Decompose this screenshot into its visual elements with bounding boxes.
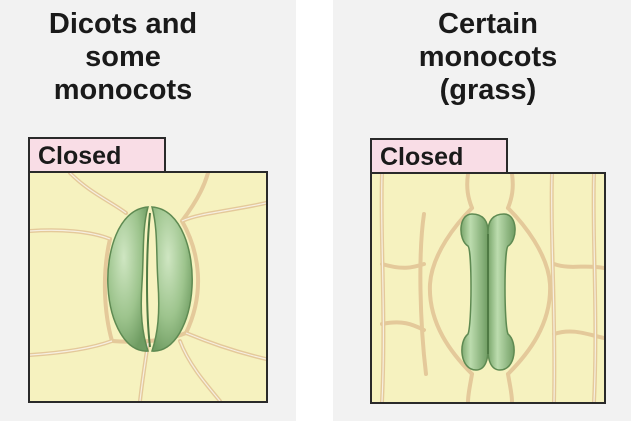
panel-grass: Certain monocots (grass) Closed xyxy=(333,0,631,421)
stomata-grass-illustration xyxy=(372,174,604,402)
epidermis-illustration-grass xyxy=(370,172,606,404)
stomata-dicot-illustration xyxy=(30,173,266,401)
epidermis-illustration-dicots xyxy=(28,171,268,403)
state-label-dicots: Closed xyxy=(28,137,166,171)
panel-title-grass: Certain monocots (grass) xyxy=(418,8,558,106)
panel-dicots: Dicots and some monocots Closed xyxy=(0,0,296,421)
panel-title-dicots: Dicots and some monocots xyxy=(48,8,198,106)
state-label-grass: Closed xyxy=(370,138,508,172)
